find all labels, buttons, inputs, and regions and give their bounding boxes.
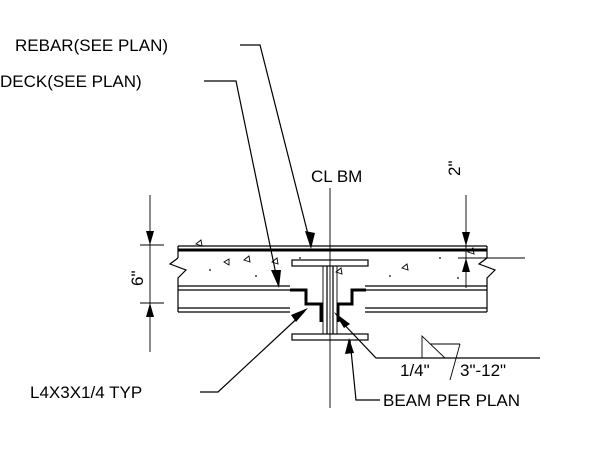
weld-symbol	[334, 312, 540, 381]
weld-pitch-label: 3"-12"	[460, 361, 506, 380]
steel-beam	[290, 259, 369, 341]
deck-label: DECK(SEE PLAN)	[0, 72, 142, 91]
slab-thickness-label: 6"	[128, 271, 147, 287]
top-cover-label: 2"	[445, 161, 464, 177]
top-cover-dimension	[458, 195, 525, 288]
angle-leader	[200, 308, 308, 393]
rebar-leader	[240, 44, 315, 249]
cl-bm-label: CL BM	[311, 167, 362, 186]
angle-label: L4X3X1/4 TYP	[30, 383, 142, 402]
weld-size-label: 1/4"	[400, 361, 430, 380]
slab-thickness-dimension	[140, 195, 164, 352]
beam-label: BEAM PER PLAN	[383, 391, 520, 410]
concrete-aggregate-marks	[195, 239, 475, 279]
concrete-slab	[168, 245, 497, 312]
deck-leader	[204, 80, 281, 288]
rebar-label: REBAR(SEE PLAN)	[15, 36, 168, 55]
metal-deck	[178, 285, 487, 313]
beam-leader	[345, 338, 380, 401]
